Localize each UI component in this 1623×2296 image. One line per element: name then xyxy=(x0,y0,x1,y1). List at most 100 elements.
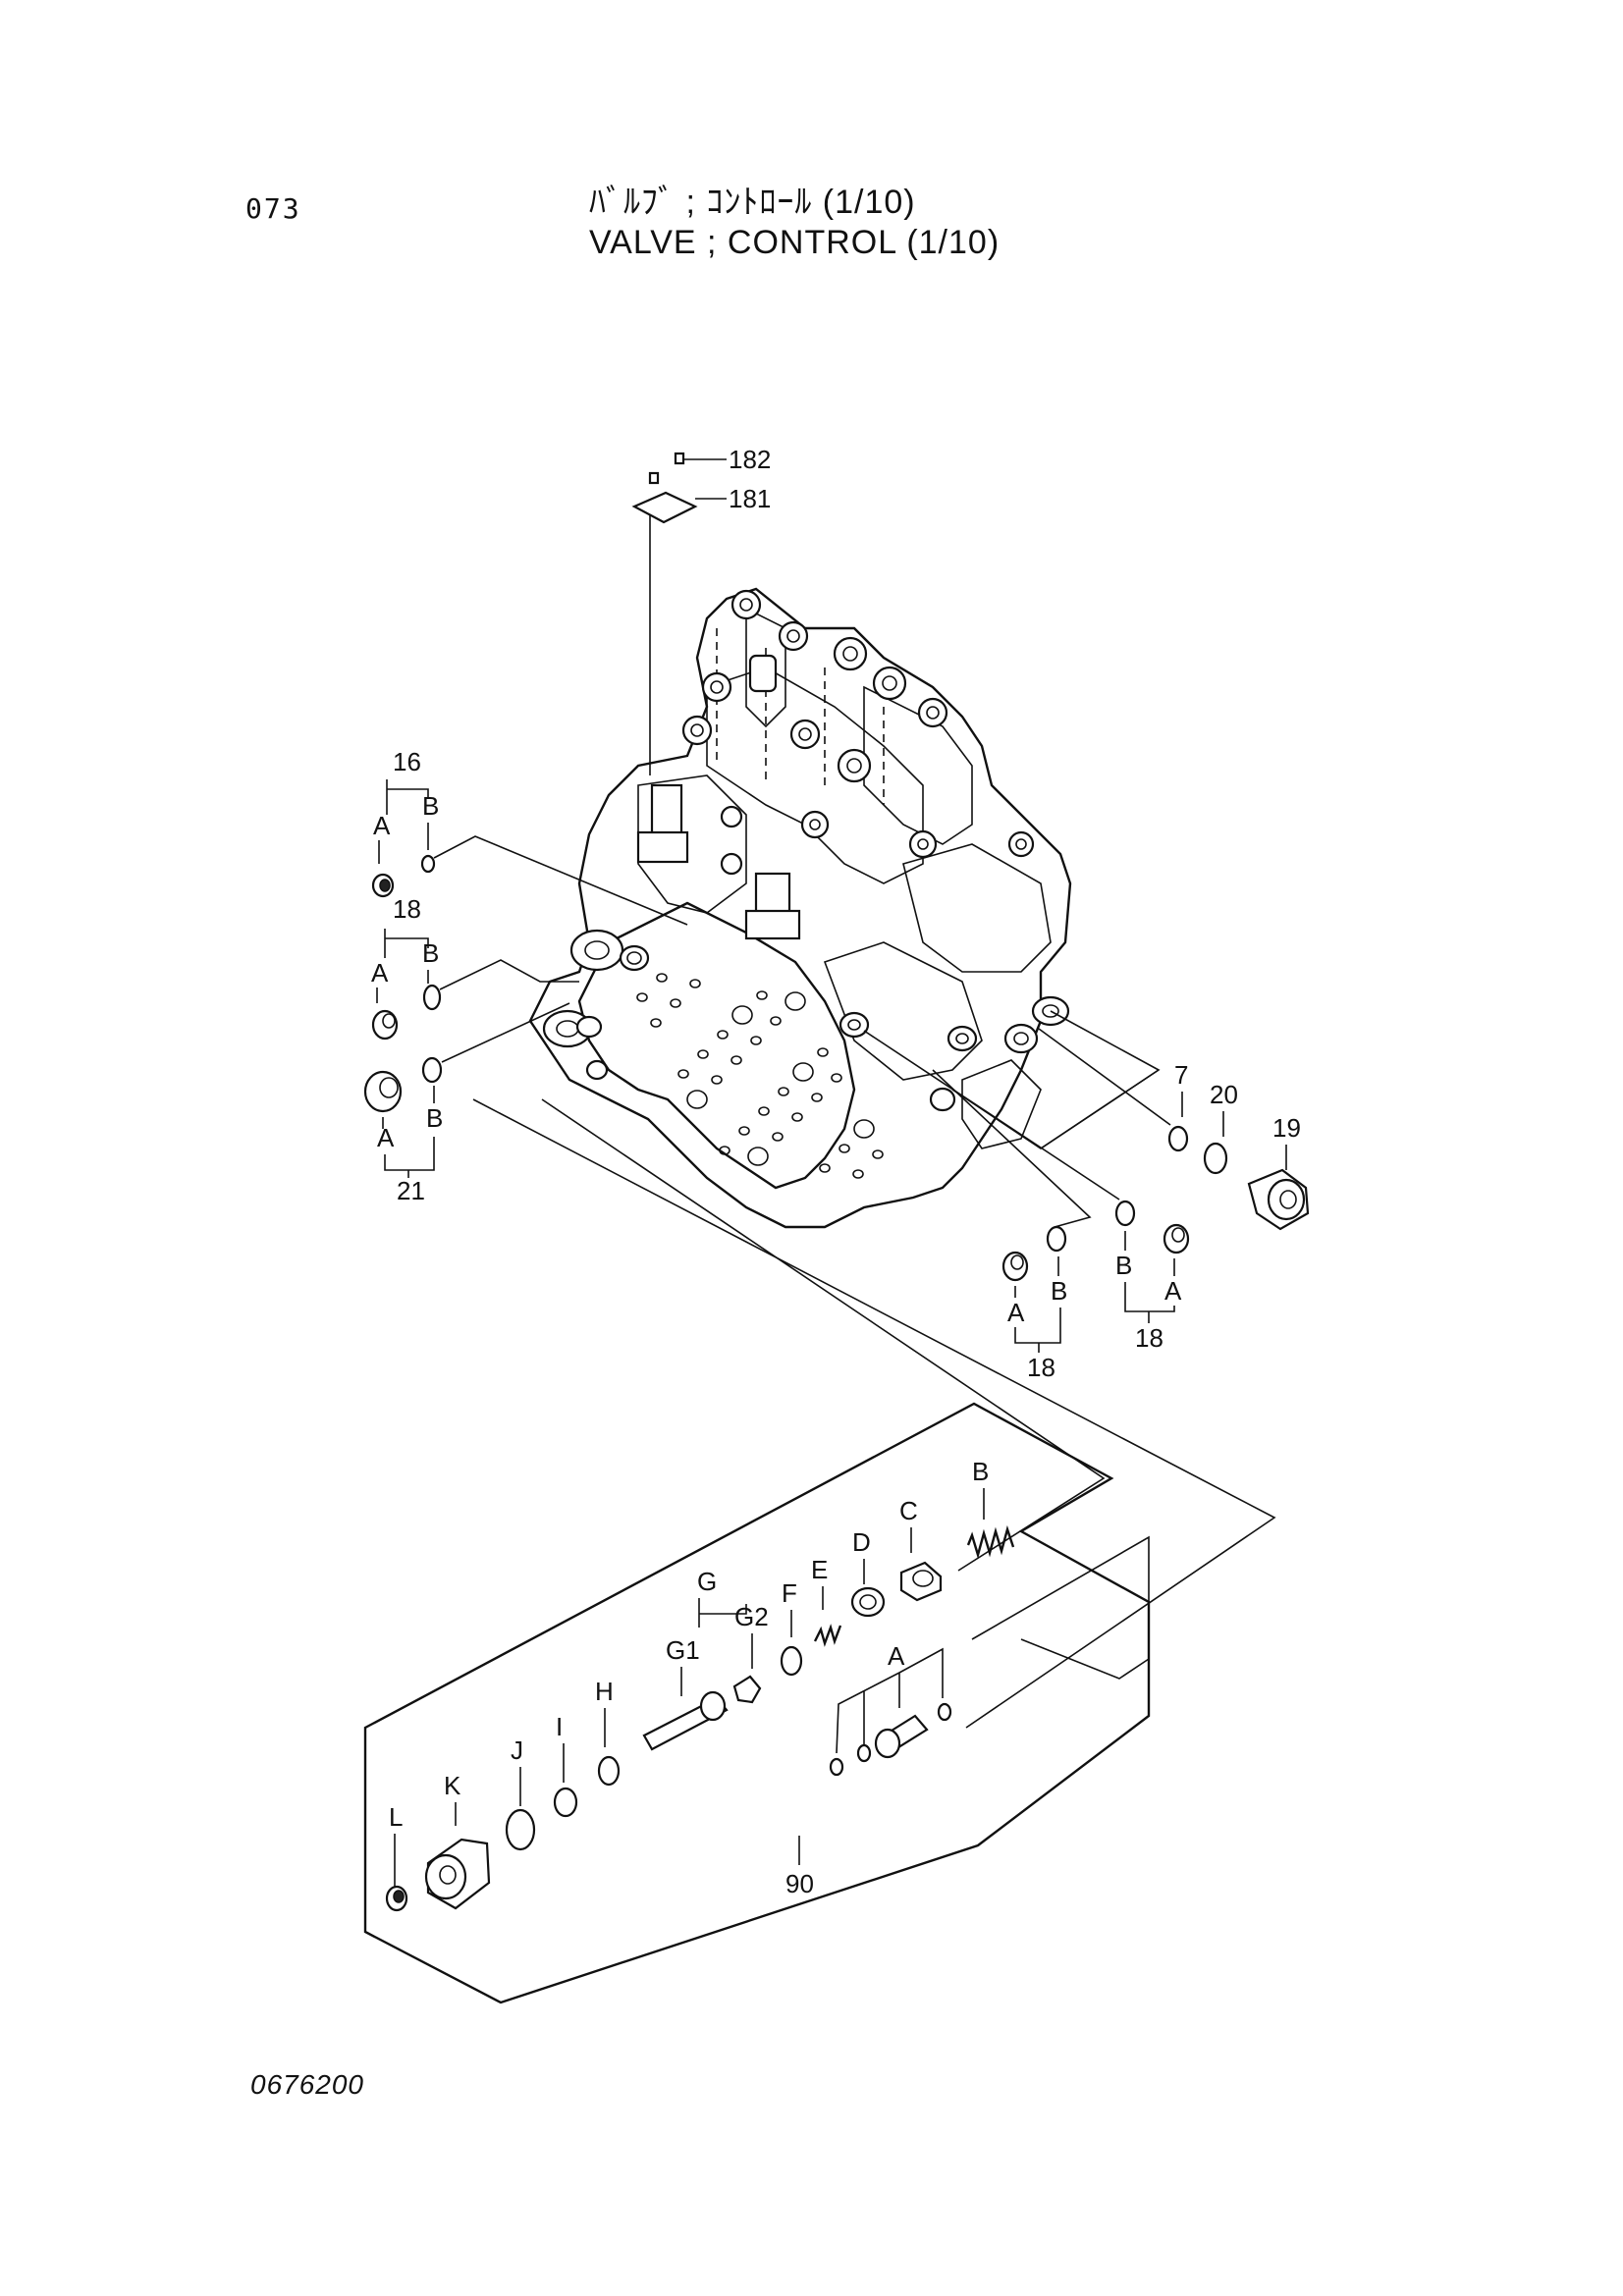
o-ring-part-j xyxy=(505,1808,536,1851)
control-valve-body xyxy=(528,587,1072,1229)
o-ring-part-a3 xyxy=(937,1702,952,1722)
o-ring-part-a1 xyxy=(856,1743,872,1763)
callout-7: 7 xyxy=(1174,1060,1188,1090)
flange-hole xyxy=(772,1132,784,1142)
flange-hole xyxy=(656,973,668,983)
callout-18-right-a: A xyxy=(1164,1276,1182,1306)
o-ring-part-16b xyxy=(420,854,436,874)
flange-hole-pattern xyxy=(636,973,884,1179)
flange-hole xyxy=(839,1144,850,1153)
callout-sub-c: C xyxy=(899,1496,918,1525)
flange-hole xyxy=(719,1146,730,1155)
callout-sub-g1: G1 xyxy=(666,1635,700,1665)
callout-16: 16 xyxy=(393,747,421,776)
plug-part-16a xyxy=(371,873,395,898)
flange-hole xyxy=(650,1018,662,1028)
callout-sub-a: A xyxy=(888,1641,905,1671)
flange-hole xyxy=(677,1069,689,1079)
sleeve-part-d xyxy=(850,1586,886,1618)
flange-hole xyxy=(831,1073,842,1083)
callout-16-b: B xyxy=(422,791,439,821)
callout-18-mid-b: B xyxy=(1051,1276,1067,1306)
spool-part-g1 xyxy=(642,1690,729,1751)
flange-hole xyxy=(811,1093,823,1102)
flange-hole xyxy=(756,990,768,1000)
flange-hole xyxy=(852,1169,864,1179)
callout-sub-i: I xyxy=(556,1712,563,1741)
piston-part-g2 xyxy=(732,1675,762,1704)
o-ring-part-h xyxy=(597,1755,621,1787)
flange-hole xyxy=(872,1149,884,1159)
callout-sub-k: K xyxy=(444,1771,461,1800)
flange-hole xyxy=(717,1030,729,1040)
flange-hole xyxy=(670,998,681,1008)
flange-hole xyxy=(792,1062,814,1082)
plug-part-18a-right xyxy=(1163,1223,1190,1255)
callout-sub-g2: G2 xyxy=(734,1602,769,1631)
plug-part-k xyxy=(424,1838,491,1910)
callout-21: 21 xyxy=(397,1176,425,1205)
callout-18-left: 18 xyxy=(393,894,421,924)
flange-hole xyxy=(730,1055,742,1065)
plug-part-18a-mid xyxy=(1001,1251,1029,1282)
callout-sub-b: B xyxy=(972,1457,989,1486)
callout-sub-j: J xyxy=(511,1735,523,1765)
callout-18-mid-a: A xyxy=(1007,1298,1025,1327)
flange-hole xyxy=(689,979,701,988)
rivet-part-182 xyxy=(674,452,685,465)
flange-hole xyxy=(731,1005,753,1025)
nameplate-part-181 xyxy=(631,471,698,524)
callout-18-left-b: B xyxy=(422,938,439,968)
page-number: 073 xyxy=(245,192,301,225)
callout-16-a: A xyxy=(373,811,391,840)
flange-hole xyxy=(750,1036,762,1045)
kit-90-outline xyxy=(363,1402,1151,2004)
plug-part-19 xyxy=(1247,1168,1310,1231)
poppet-part-c xyxy=(899,1561,943,1602)
callout-18-right-b: B xyxy=(1115,1251,1132,1280)
plug-part-18a-left xyxy=(371,1009,399,1041)
callout-sub-f: F xyxy=(782,1578,797,1608)
flange-hole xyxy=(697,1049,709,1059)
callout-181: 181 xyxy=(729,484,771,513)
o-ring-part-18b-left xyxy=(422,984,442,1011)
spring-part-b xyxy=(966,1524,1015,1560)
flange-hole xyxy=(686,1090,708,1109)
callout-18-right: 18 xyxy=(1135,1323,1163,1353)
flange-hole xyxy=(853,1119,875,1139)
flange-hole xyxy=(747,1147,769,1166)
drawing-code: 0676200 xyxy=(250,2069,365,2100)
flange-hole xyxy=(784,991,806,1011)
o-ring-part-18b-mid xyxy=(1046,1225,1067,1253)
page-title-japanese: ﾊﾞﾙﾌﾞ ; ｺﾝﾄﾛｰﾙ (1/10) xyxy=(589,184,916,221)
flange-hole xyxy=(636,992,648,1002)
flange-hole xyxy=(711,1075,723,1085)
nut-part-l xyxy=(385,1885,408,1912)
callout-182: 182 xyxy=(729,445,771,474)
spring-part-e xyxy=(813,1624,842,1647)
flange-hole xyxy=(770,1016,782,1026)
flange-hole xyxy=(738,1126,750,1136)
o-ring-part-21b xyxy=(421,1056,443,1084)
o-ring-part-7 xyxy=(1167,1125,1189,1152)
callout-20: 20 xyxy=(1210,1080,1238,1109)
callout-18-left-a: A xyxy=(371,958,389,988)
callout-18-mid: 18 xyxy=(1027,1353,1055,1382)
page-title-english: VALVE ; CONTROL (1/10) xyxy=(589,224,1001,261)
callout-21-a: A xyxy=(377,1123,395,1152)
callout-21-b: B xyxy=(426,1103,443,1133)
flange-hole xyxy=(758,1106,770,1116)
plug-part-21a xyxy=(363,1070,403,1113)
relief-valve-part-a xyxy=(874,1714,929,1759)
callout-sub-g: G xyxy=(697,1567,717,1596)
callout-19: 19 xyxy=(1272,1113,1301,1143)
callout-sub-d: D xyxy=(852,1527,871,1557)
flange-hole xyxy=(819,1163,831,1173)
flange-hole xyxy=(778,1087,789,1096)
flange-hole xyxy=(817,1047,829,1057)
callout-sub-e: E xyxy=(811,1555,828,1584)
callout-sub-l: L xyxy=(389,1802,403,1832)
callout-sub-h: H xyxy=(595,1677,614,1706)
o-ring-part-18b-right xyxy=(1114,1200,1136,1227)
